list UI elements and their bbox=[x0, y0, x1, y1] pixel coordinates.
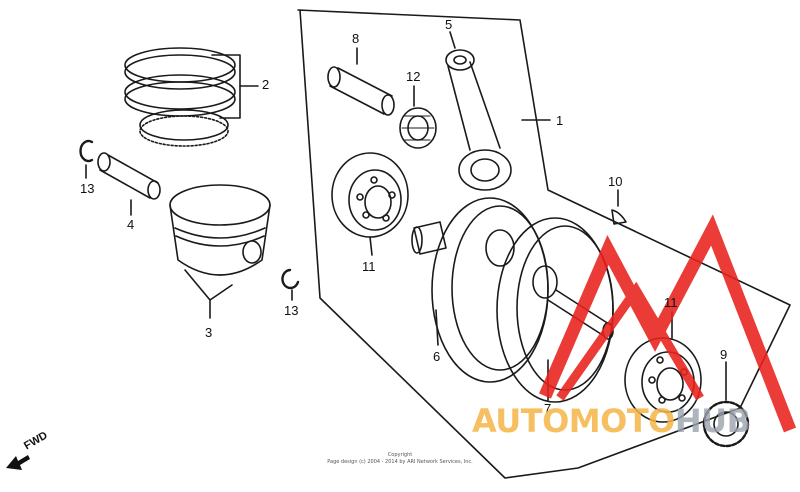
piston-rings bbox=[124, 47, 259, 147]
callout-12: 12 bbox=[406, 69, 421, 84]
piston-pin bbox=[97, 152, 161, 216]
timing-sprocket bbox=[702, 361, 750, 448]
callout-1: 1 bbox=[556, 113, 564, 128]
callout-8: 8 bbox=[352, 31, 360, 46]
callout-13-right: 13 bbox=[284, 303, 299, 318]
copyright-text: Page design (c) 2004 - 2014 by ARI Netwo… bbox=[327, 459, 473, 465]
callout-7: 7 bbox=[544, 401, 552, 416]
watermark-part-1: AUTOMOTO bbox=[472, 402, 675, 440]
fwd-label: FWD bbox=[22, 429, 50, 453]
callout-11-right: 11 bbox=[664, 295, 678, 310]
woodruff-key bbox=[611, 189, 627, 225]
callout-13-left: 13 bbox=[80, 181, 95, 196]
arrow-down-left-icon bbox=[6, 455, 30, 470]
crank-pin bbox=[327, 47, 395, 116]
piston-pin-clip-right bbox=[281, 268, 300, 301]
watermark-logo bbox=[539, 214, 797, 433]
piston bbox=[169, 184, 271, 319]
main-bearing-left bbox=[331, 152, 409, 256]
callout-11-left: 11 bbox=[362, 259, 376, 274]
callout-2: 2 bbox=[262, 77, 270, 92]
callout-4: 4 bbox=[127, 217, 135, 232]
callout-10: 10 bbox=[608, 174, 623, 189]
watermark-text: AUTOMOTOHUB bbox=[472, 404, 751, 438]
forward-direction-indicator: FWD bbox=[2, 429, 82, 472]
callout-6: 6 bbox=[433, 349, 441, 364]
needle-bearing bbox=[399, 85, 437, 149]
callout-9: 9 bbox=[720, 347, 728, 362]
connecting-rod bbox=[445, 31, 512, 191]
piston-pin-clip-left bbox=[79, 139, 94, 179]
watermark-part-2: HUB bbox=[674, 402, 751, 440]
callout-3: 3 bbox=[205, 325, 213, 340]
copyright-label: Copyright bbox=[387, 452, 413, 458]
callout-5: 5 bbox=[445, 17, 453, 32]
